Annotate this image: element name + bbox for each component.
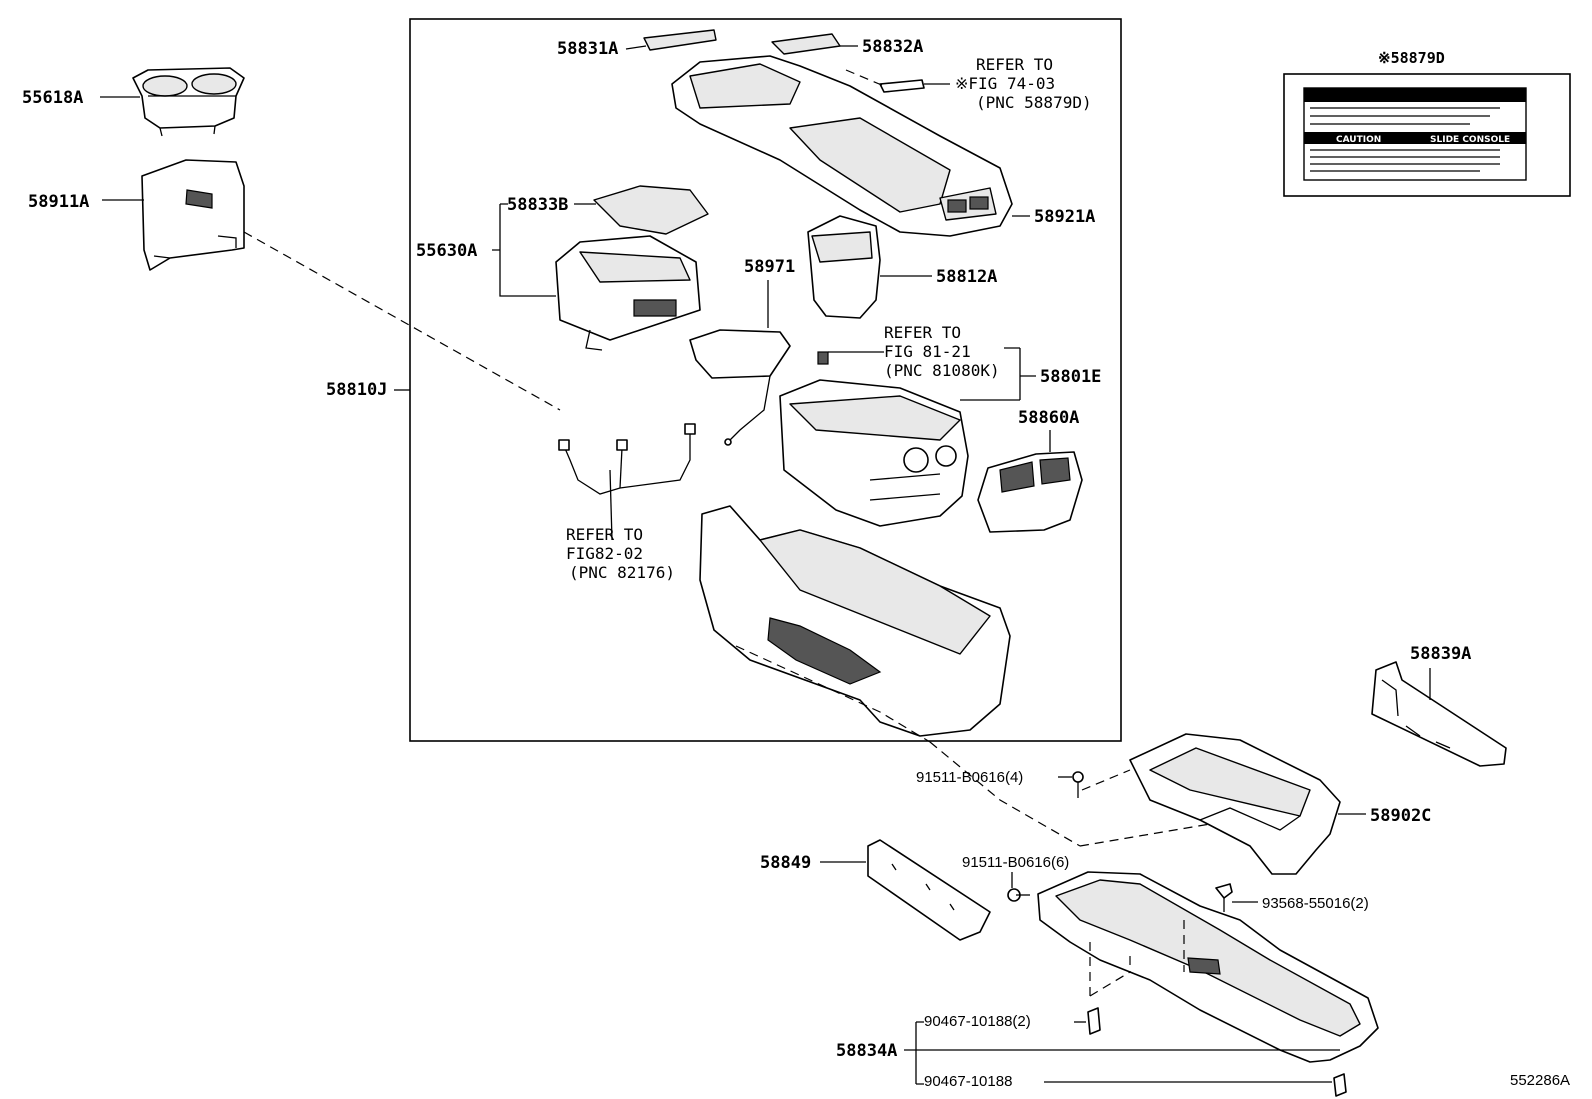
part-label-58849: 58849	[760, 853, 811, 873]
part-label-bolt-4: 91511-B0616(4)	[916, 769, 1023, 786]
clip-lower[interactable]	[1333, 1073, 1347, 1097]
switch-part[interactable]	[817, 351, 829, 365]
cup-holder-part[interactable]	[132, 67, 245, 137]
side-rail-part[interactable]	[1371, 661, 1507, 767]
caution-label-sticker: CAUTION SLIDE CONSOLE	[1303, 87, 1527, 181]
clip-upper[interactable]	[1215, 883, 1233, 912]
side-cover-part[interactable]	[867, 839, 991, 941]
storage-box-part[interactable]	[555, 235, 701, 351]
bolt-small-upper[interactable]	[1072, 771, 1084, 798]
part-label-58860A: 58860A	[1018, 408, 1079, 428]
bracket-part[interactable]	[689, 329, 791, 446]
bottom-tray-part[interactable]	[1037, 871, 1379, 1063]
refer-fig-81: REFER TO FIG 81-21 (PNC 81080K)	[884, 323, 1000, 380]
small-cover-right-part[interactable]	[771, 33, 841, 55]
part-label-58839A: 58839A	[1410, 644, 1471, 664]
part-label-58810J: 58810J	[326, 380, 387, 400]
clip-middle[interactable]	[1087, 1007, 1101, 1035]
refer-fig-82: REFER TO FIG82-02 (PNC 82176)	[566, 525, 675, 582]
refer-fig-74: REFER TO ※FIG 74-03 (PNC 58879D)	[955, 55, 1092, 112]
small-cover-part[interactable]	[643, 29, 717, 51]
assembly-frame	[409, 18, 1122, 742]
label-box-frame	[1283, 73, 1571, 197]
part-label-58911A: 58911A	[28, 192, 89, 212]
part-label-clip-90467: 90467-10188	[924, 1073, 1012, 1090]
part-label-58834A: 58834A	[836, 1041, 897, 1061]
side-panel-part[interactable]	[141, 159, 245, 271]
vent-part[interactable]	[977, 451, 1083, 533]
wire-harness-part[interactable]	[558, 423, 696, 541]
part-label-55618A: 55618A	[22, 88, 83, 108]
bolt-small-lower[interactable]	[1007, 888, 1030, 902]
svg-text:CAUTION: CAUTION	[1336, 135, 1381, 145]
mounting-bracket-part[interactable]	[1129, 733, 1341, 875]
part-label-58833B: 58833B	[507, 195, 568, 215]
upper-panel-part[interactable]	[671, 55, 1013, 237]
part-label-bolt-6: 91511-B0616(6)	[962, 854, 1069, 871]
part-label-58832A: 58832A	[862, 37, 923, 57]
svg-text:SLIDE CONSOLE: SLIDE CONSOLE	[1430, 135, 1510, 145]
part-label-55630A: 55630A	[416, 241, 477, 261]
part-label-58801E: 58801E	[1040, 367, 1101, 387]
drawing-code: 552286A	[1510, 1072, 1570, 1089]
label-box-title: ※58879D	[1378, 49, 1445, 67]
lower-tray-part[interactable]	[699, 505, 1011, 737]
part-label-58971: 58971	[744, 257, 795, 277]
console-body-part[interactable]	[779, 379, 969, 527]
part-label-clip-93568: 93568-55016(2)	[1262, 895, 1369, 912]
lid-part[interactable]	[593, 185, 709, 235]
part-label-clip-90467-2: 90467-10188(2)	[924, 1013, 1031, 1030]
part-label-58812A: 58812A	[936, 267, 997, 287]
warning-label-mark	[879, 79, 925, 93]
part-label-58921A: 58921A	[1034, 207, 1095, 227]
part-label-58831A: 58831A	[557, 39, 618, 59]
part-label-58902C: 58902C	[1370, 806, 1431, 826]
cup-insert-part[interactable]	[807, 215, 881, 319]
